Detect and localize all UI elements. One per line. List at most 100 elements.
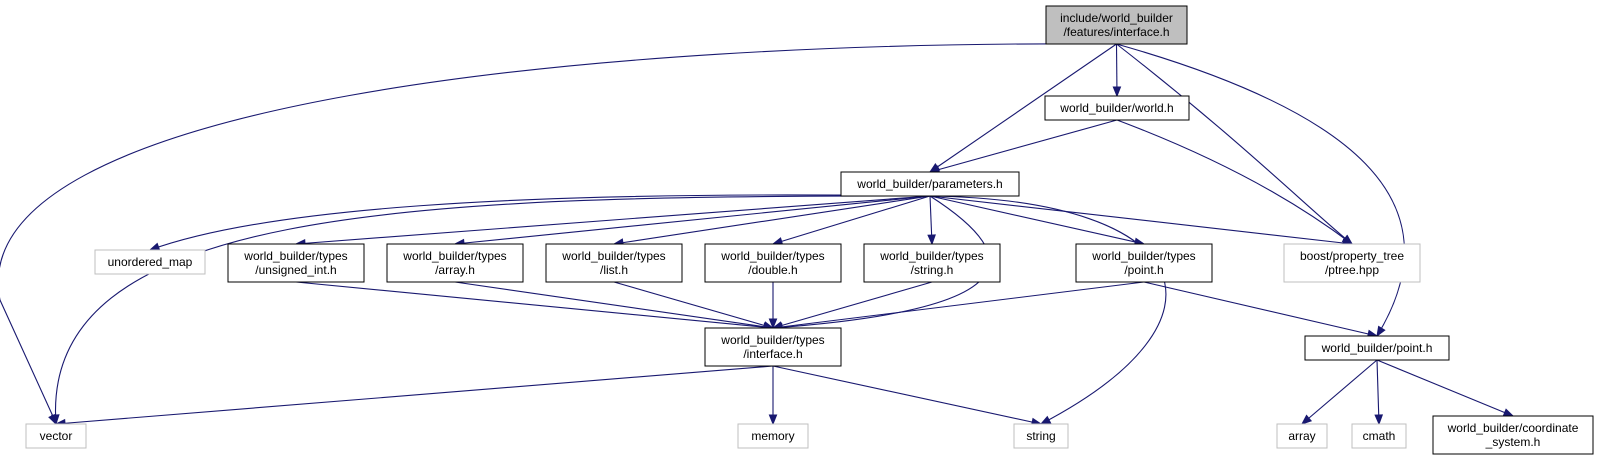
edges-layer — [0, 43, 1515, 428]
node-types-point[interactable]: world_builder/types/point.h — [1075, 243, 1213, 283]
node-types-interface[interactable]: world_builder/types/interface.h — [704, 327, 842, 367]
edge-parameters-h-to-types-list — [613, 195, 931, 245]
node-label-line: _system.h — [1485, 435, 1541, 449]
edge-root-to-world-h-arrowhead — [1112, 86, 1122, 98]
edge-types-list-to-types-interface — [613, 281, 774, 329]
node-box — [545, 243, 683, 283]
edge-types-string-to-types-interface — [772, 281, 933, 329]
node-label-line: include/world_builder — [1060, 11, 1173, 25]
edge-point-h-to-array — [1301, 359, 1378, 425]
node-box — [94, 249, 206, 275]
edge-types-array-to-types-interface — [454, 281, 774, 329]
node-box — [1304, 335, 1450, 361]
node-root: include/world_builder/features/interface… — [1045, 5, 1188, 45]
edge-parameters-h-to-types-array — [454, 195, 931, 245]
edge-parameters-h-to-unordered-map-arrowhead — [148, 242, 161, 251]
node-coordinate-system[interactable]: world_builder/coordinate_system.h — [1432, 415, 1594, 455]
edge-root-to-point-h — [1116, 43, 1405, 337]
edge-point-h-to-cmath — [1376, 359, 1380, 425]
node-unordered-map[interactable]: unordered_map — [94, 249, 206, 275]
edge-point-h-to-coordinate-system — [1376, 359, 1514, 417]
node-label-line: world_builder/types — [720, 249, 824, 263]
edge-types-double-to-types-interface-arrowhead — [768, 318, 778, 330]
node-label-line: /features/interface.h — [1063, 25, 1169, 39]
edge-point-h-to-cmath-arrowhead — [1374, 414, 1384, 426]
nodes-layer: include/world_builder/features/interface… — [25, 5, 1594, 455]
node-cmath[interactable]: cmath — [1351, 423, 1407, 449]
node-box — [704, 243, 842, 283]
edge-types-interface-to-string — [772, 365, 1042, 425]
node-label-line: /list.h — [600, 263, 628, 277]
node-label-line: /unsigned_int.h — [255, 263, 336, 277]
node-label-line: /ptree.hpp — [1325, 263, 1379, 277]
edge-point-h-to-array-arrowhead — [1300, 414, 1313, 425]
node-vector[interactable]: vector — [25, 423, 87, 449]
edge-parameters-h-to-vector-arrowhead — [50, 414, 60, 426]
node-label-line: world_builder/world.h — [1059, 101, 1173, 115]
node-point-h[interactable]: world_builder/point.h — [1304, 335, 1450, 361]
edge-parameters-h-to-types-string-arrowhead — [927, 234, 936, 246]
node-label-line: world_builder/coordinate — [1447, 421, 1579, 435]
node-label-line: boost/property_tree — [1300, 249, 1404, 263]
node-label-line: world_builder/types — [561, 249, 665, 263]
edge-parameters-h-to-string — [929, 195, 1167, 425]
node-types-list[interactable]: world_builder/types/list.h — [545, 243, 683, 283]
edge-types-point-to-types-interface — [772, 281, 1145, 329]
node-label-line: vector — [40, 429, 73, 443]
node-ptree[interactable]: boost/property_tree/ptree.hpp — [1283, 243, 1421, 283]
node-box — [704, 327, 842, 367]
node-box — [1075, 243, 1213, 283]
node-box — [386, 243, 524, 283]
edge-types-interface-to-memory-arrowhead — [768, 414, 778, 426]
node-memory[interactable]: memory — [737, 423, 809, 449]
node-label-line: /interface.h — [743, 347, 802, 361]
node-label-line: /point.h — [1124, 263, 1163, 277]
edge-types-interface-to-vector — [55, 365, 774, 425]
node-label-line: string — [1026, 429, 1055, 443]
node-box — [1045, 5, 1188, 45]
node-array[interactable]: array — [1276, 423, 1328, 449]
edge-root-to-ptree — [1116, 43, 1353, 245]
node-box — [737, 423, 809, 449]
edge-types-unsigned-int-to-types-interface — [295, 281, 774, 329]
node-label-line: /array.h — [435, 263, 475, 277]
edge-types-point-to-point-h — [1143, 281, 1378, 337]
edge-parameters-h-to-types-double — [772, 195, 931, 245]
edge-parameters-h-to-ptree — [929, 195, 1353, 245]
node-label-line: /string.h — [911, 263, 954, 277]
node-label-line: world_builder/types — [243, 249, 347, 263]
node-label-line: array — [1288, 429, 1315, 443]
node-string[interactable]: string — [1013, 423, 1069, 449]
node-box — [1283, 243, 1421, 283]
edge-parameters-h-to-string-arrowhead — [1039, 415, 1052, 425]
node-label-line: /double.h — [748, 263, 797, 277]
node-box — [1013, 423, 1069, 449]
edge-parameters-h-to-types-point — [929, 195, 1145, 245]
node-box — [1351, 423, 1407, 449]
node-label-line: world_builder/types — [1091, 249, 1195, 263]
edge-root-to-vector — [0, 43, 1117, 424]
edge-root-to-parameters-h — [929, 43, 1117, 173]
node-types-array[interactable]: world_builder/types/array.h — [386, 243, 524, 283]
node-box — [863, 243, 1001, 283]
node-label-line: world_builder/types — [879, 249, 983, 263]
node-parameters-h[interactable]: world_builder/parameters.h — [840, 171, 1020, 197]
edge-parameters-h-to-types-unsigned-int — [295, 195, 931, 245]
node-label-line: unordered_map — [108, 255, 193, 269]
node-types-unsigned-int[interactable]: world_builder/types/unsigned_int.h — [227, 243, 365, 283]
edge-parameters-h-to-vector — [55, 195, 931, 425]
node-box — [25, 423, 87, 449]
edge-root-to-point-h-arrowhead — [1376, 325, 1386, 338]
node-types-double[interactable]: world_builder/types/double.h — [704, 243, 842, 283]
node-box — [1044, 95, 1190, 121]
edge-point-h-to-coordinate-system-arrowhead — [1502, 408, 1515, 417]
node-label-line: world_builder/parameters.h — [856, 177, 1002, 191]
node-box — [840, 171, 1020, 197]
edge-world-h-to-ptree — [1116, 119, 1353, 245]
edge-world-h-to-parameters-h — [929, 119, 1118, 173]
node-label-line: memory — [751, 429, 794, 443]
node-world-h[interactable]: world_builder/world.h — [1044, 95, 1190, 121]
node-label-line: world_builder/types — [720, 333, 824, 347]
node-types-string[interactable]: world_builder/types/string.h — [863, 243, 1001, 283]
